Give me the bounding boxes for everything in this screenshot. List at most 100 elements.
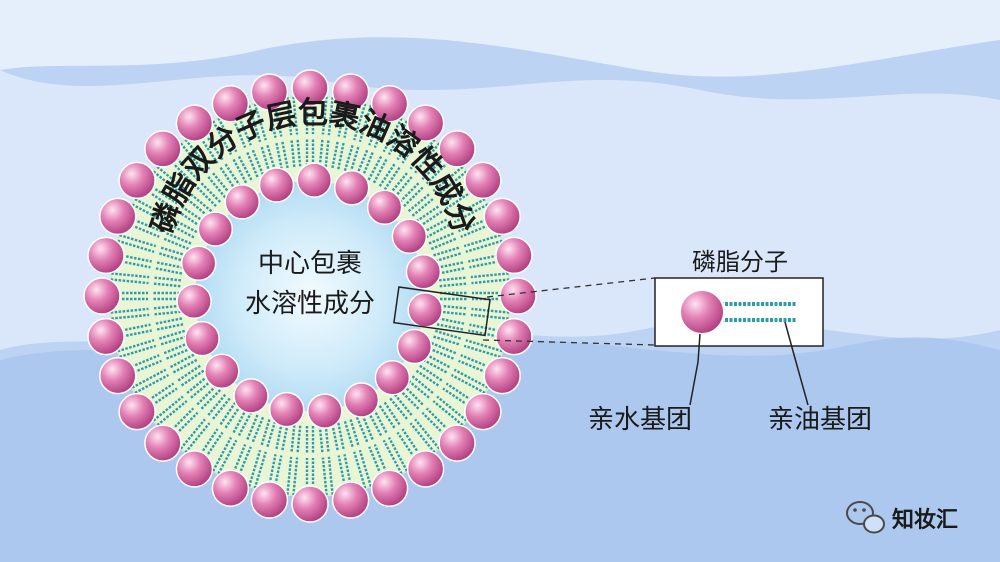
outer-lipid-head bbox=[438, 424, 476, 462]
lipid-tail bbox=[438, 310, 468, 316]
outer-lipid-head bbox=[250, 73, 289, 111]
watermark: 知妆汇 bbox=[846, 501, 958, 534]
outer-lipid-head bbox=[118, 392, 156, 431]
lipid-tail bbox=[119, 233, 157, 248]
lipid-tail bbox=[415, 369, 441, 388]
lipid-tail bbox=[189, 192, 213, 213]
lipid-tail bbox=[318, 425, 324, 454]
lipid-tail bbox=[184, 138, 211, 170]
lipid-tail bbox=[470, 272, 509, 279]
inner-lipid-head bbox=[184, 320, 220, 357]
lipid-tail bbox=[361, 414, 375, 442]
inner-lipid-head bbox=[396, 328, 433, 365]
lipid-tail bbox=[157, 251, 186, 263]
lipid-tail bbox=[403, 384, 425, 407]
outer-lipid-head bbox=[87, 317, 125, 356]
lipid-tail bbox=[349, 145, 360, 173]
outer-lipid-head bbox=[370, 85, 409, 123]
hydrophilic-pointer bbox=[689, 333, 701, 406]
inner-lipid-head bbox=[204, 353, 240, 390]
outer-lipid-head bbox=[370, 469, 409, 507]
lipid-tail bbox=[439, 304, 468, 310]
lipid-tail bbox=[134, 198, 170, 219]
lipid-tail bbox=[265, 420, 277, 449]
outer-lipid-head bbox=[406, 104, 445, 142]
lipid-tail bbox=[156, 400, 188, 427]
outer-lipid-head bbox=[144, 424, 182, 462]
lipid-tail bbox=[383, 165, 402, 191]
lipid-tail bbox=[432, 165, 464, 192]
outer-lipid-head bbox=[175, 450, 214, 488]
lipid-tail bbox=[245, 150, 259, 178]
lipid-tail bbox=[265, 143, 277, 172]
inner-lipid-head bbox=[197, 211, 234, 247]
lipid-tail bbox=[260, 419, 271, 447]
lipid-tail bbox=[355, 416, 369, 444]
lipid-tail bbox=[430, 237, 458, 251]
lipid-tail bbox=[327, 97, 334, 136]
lipid-tail bbox=[425, 223, 452, 239]
lipid-tail bbox=[422, 358, 449, 375]
hydrophilic-label: 亲水基团 bbox=[588, 405, 692, 435]
inner-lipid-head bbox=[407, 292, 443, 328]
lipid-tail bbox=[463, 233, 501, 248]
lipid-tail bbox=[471, 307, 510, 314]
lipid-tail bbox=[433, 246, 461, 257]
lipid-tail bbox=[179, 204, 205, 223]
lipid-tail bbox=[407, 379, 431, 400]
inner-lipid-head bbox=[233, 378, 269, 414]
lipid-tail bbox=[450, 373, 486, 394]
lipid-tail bbox=[157, 329, 186, 341]
lipid-tail bbox=[415, 204, 441, 223]
lipid-tail bbox=[372, 408, 389, 435]
lipid-tail bbox=[453, 203, 489, 224]
lipid-tail bbox=[260, 145, 271, 173]
lipid-tail bbox=[361, 150, 375, 178]
lipid-tail bbox=[286, 456, 293, 495]
outer-lipid-head bbox=[99, 197, 137, 236]
lipid-tail bbox=[185, 375, 209, 395]
connector-bottom bbox=[482, 339, 656, 346]
lipid-tail bbox=[155, 323, 184, 331]
inner-lipid-head bbox=[176, 283, 212, 320]
lipid-tail bbox=[168, 223, 195, 239]
outer-lipid-head bbox=[406, 450, 445, 488]
lipid-tail bbox=[179, 142, 206, 174]
inner-lipid-head bbox=[180, 245, 217, 282]
lipid-tail bbox=[337, 422, 345, 451]
lipid-tail bbox=[382, 439, 403, 475]
lipid-tail bbox=[292, 457, 299, 496]
lipid-tail bbox=[353, 103, 367, 141]
lipid-tail bbox=[292, 96, 299, 135]
lipid-tail bbox=[296, 425, 302, 454]
lipid-tail bbox=[286, 97, 293, 136]
lipid-tail bbox=[465, 239, 503, 253]
lipid-tail bbox=[218, 401, 237, 427]
lipid-tail bbox=[184, 422, 211, 454]
lipid-tail bbox=[156, 165, 188, 192]
outer-lipid-head bbox=[331, 481, 370, 519]
lipid-tail bbox=[407, 192, 431, 213]
detail-title: 磷脂分子 bbox=[692, 248, 788, 276]
lipid-tail bbox=[162, 341, 190, 355]
lipid-tail bbox=[436, 261, 465, 269]
lipid-tail bbox=[237, 154, 253, 181]
lipid-tail bbox=[428, 231, 456, 245]
lipid-tail bbox=[337, 141, 345, 170]
lipid-tail bbox=[403, 185, 425, 208]
lipid-tail bbox=[378, 405, 397, 430]
lipid-tail bbox=[111, 272, 150, 279]
lipid-tail bbox=[245, 414, 259, 442]
outer-head-layer bbox=[83, 69, 537, 523]
lipid-tail bbox=[111, 313, 150, 320]
lipid-tail bbox=[251, 416, 265, 444]
lipid-tail bbox=[398, 181, 421, 203]
lipid-tail bbox=[389, 171, 409, 195]
lipid-tail bbox=[211, 171, 231, 195]
lipid-tail bbox=[378, 162, 397, 187]
outer-lipid-head bbox=[464, 161, 502, 200]
lipid-tail bbox=[131, 203, 167, 224]
lipid-tail bbox=[436, 323, 465, 331]
